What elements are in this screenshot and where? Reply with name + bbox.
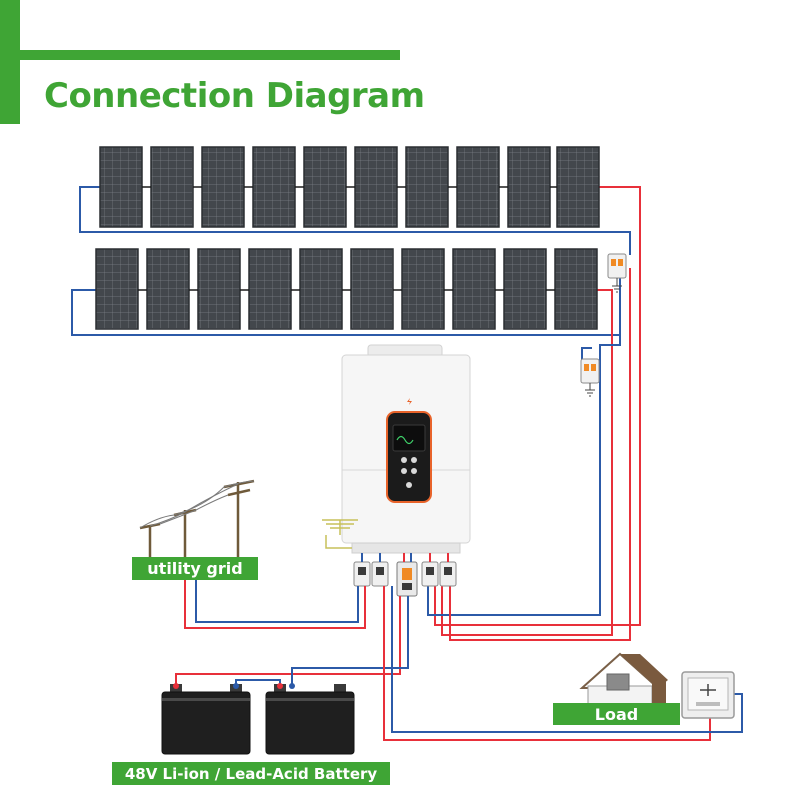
header-accent-bar-vertical bbox=[0, 0, 20, 124]
solar-panel bbox=[507, 146, 551, 228]
pv-row-1 bbox=[99, 146, 600, 228]
solar-panel bbox=[503, 248, 547, 330]
pv-combiner-breaker-2 bbox=[580, 358, 600, 397]
inverter-bottom-wiring bbox=[361, 553, 449, 562]
pv-wiring bbox=[71, 186, 641, 641]
solar-panel bbox=[350, 248, 394, 330]
load-label: Load bbox=[553, 703, 680, 725]
solar-panel bbox=[197, 248, 241, 330]
solar-panel bbox=[556, 146, 600, 228]
solar-panel bbox=[554, 248, 598, 330]
solar-panel bbox=[99, 146, 143, 228]
solar-panel bbox=[146, 248, 190, 330]
ground-icon bbox=[322, 519, 358, 549]
solar-panel bbox=[201, 146, 245, 228]
hybrid-inverter bbox=[341, 344, 471, 554]
load-wiring bbox=[383, 586, 743, 741]
pv-combiner-breaker-1 bbox=[607, 253, 627, 293]
wall-socket-icon bbox=[681, 671, 735, 719]
solar-panel bbox=[95, 248, 139, 330]
ac-breaker-right bbox=[421, 561, 457, 587]
battery-label: 48V Li-ion / Lead-Acid Battery bbox=[112, 762, 390, 785]
header-accent-bar-horizontal bbox=[20, 50, 400, 60]
solar-panel bbox=[401, 248, 445, 330]
battery-wiring bbox=[175, 596, 409, 686]
solar-panel bbox=[456, 146, 500, 228]
page-title: Connection Diagram bbox=[44, 76, 425, 116]
solar-panel bbox=[252, 146, 296, 228]
ac-breaker-left bbox=[353, 561, 389, 587]
solar-panel bbox=[452, 248, 496, 330]
solar-panel bbox=[299, 248, 343, 330]
battery-2 bbox=[265, 683, 355, 755]
grid-wiring bbox=[184, 580, 366, 629]
solar-panel bbox=[248, 248, 292, 330]
utility-grid-label: utility grid bbox=[132, 557, 258, 580]
power-lines bbox=[139, 480, 255, 529]
house-icon bbox=[579, 652, 668, 705]
inverter-screen bbox=[392, 424, 426, 452]
solar-panel bbox=[354, 146, 398, 228]
solar-panel bbox=[303, 146, 347, 228]
pv-row-2 bbox=[95, 248, 598, 330]
solar-panel bbox=[150, 146, 194, 228]
solar-panel bbox=[405, 146, 449, 228]
battery-breaker bbox=[396, 561, 418, 597]
battery-1 bbox=[161, 683, 251, 755]
